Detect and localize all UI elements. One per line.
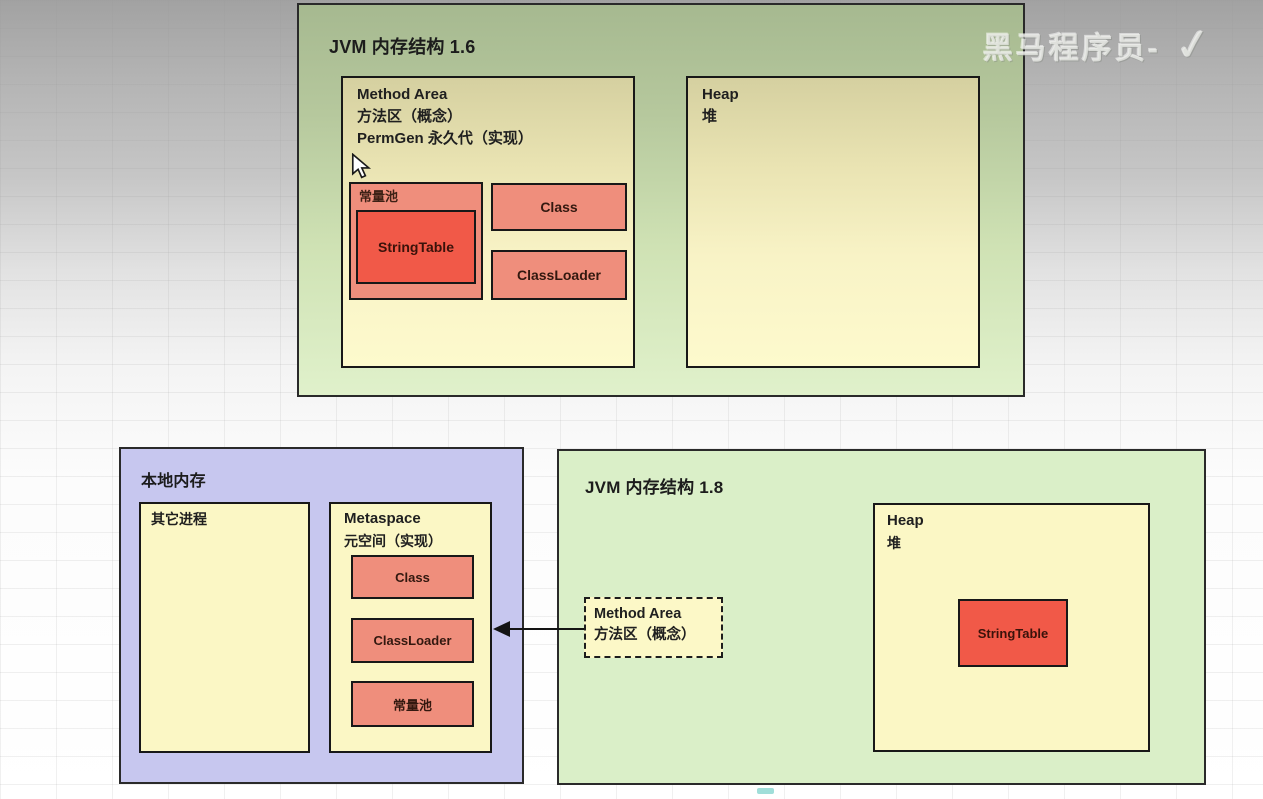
other-process-box: 其它进程 <box>139 502 310 753</box>
class-1-6-label: Class <box>540 199 578 215</box>
metaspace-class-label: Class <box>395 569 430 585</box>
heap-1-8-box: Heap 堆 StringTable <box>873 503 1150 752</box>
method-area-1-6-box: Method Area 方法区（概念） PermGen 永久代（实现） 常量池 … <box>341 76 635 368</box>
method-area-1-6-label: Method Area 方法区（概念） PermGen 永久代（实现） <box>357 84 533 150</box>
watermark: 黑马程序员- ✓ <box>983 18 1263 80</box>
class-1-6-box: Class <box>491 183 627 231</box>
stringtable-1-6-label: StringTable <box>378 239 454 255</box>
stringtable-1-8-box: StringTable <box>958 599 1068 667</box>
method-area-1-8-title: Method Area <box>594 606 682 622</box>
heap-1-6-title: Heap <box>702 86 739 103</box>
metaspace-classloader-label: ClassLoader <box>373 633 452 648</box>
metaspace-title: Metaspace <box>344 510 421 527</box>
panel-jvm-1-6-title: JVM 内存结构 1.6 <box>329 37 476 57</box>
constant-pool-1-6-label: 常量池 <box>359 189 399 204</box>
watermark-logo-icon: ✓ <box>1171 18 1216 73</box>
heap-1-8-subtitle: 堆 <box>887 535 901 551</box>
panel-jvm-1-8: JVM 内存结构 1.8 Method Area 方法区（概念） Heap 堆 … <box>557 449 1206 785</box>
arrow-method-area-to-metaspace-line <box>508 628 584 630</box>
other-process-label: 其它进程 <box>151 511 207 527</box>
watermark-text: 黑马程序员- <box>983 32 1161 66</box>
heap-1-8-title: Heap <box>887 512 924 529</box>
mouse-cursor-icon <box>350 152 372 184</box>
method-area-1-8-subtitle: 方法区（概念） <box>594 627 696 643</box>
metaspace-subtitle: 元空间（实现） <box>344 533 442 549</box>
heap-1-6-label: Heap 堆 <box>702 84 739 128</box>
panel-jvm-1-8-title: JVM 内存结构 1.8 <box>585 478 724 497</box>
metaspace-box: Metaspace 元空间（实现） Class ClassLoader 常量池 <box>329 502 492 753</box>
metaspace-constant-pool-box: 常量池 <box>351 681 474 727</box>
constant-pool-1-6-box: 常量池 StringTable <box>349 182 483 300</box>
method-area-1-6-impl: PermGen 永久代（实现） <box>357 130 533 147</box>
stringtable-1-8-label: StringTable <box>977 625 1049 641</box>
heap-1-6-subtitle: 堆 <box>702 108 718 125</box>
panel-jvm-1-6: JVM 内存结构 1.6 Method Area 方法区（概念） PermGen… <box>297 3 1025 397</box>
arrow-method-area-to-metaspace-head <box>493 621 510 637</box>
method-area-1-6-title: Method Area <box>357 86 448 103</box>
stringtable-1-6-box: StringTable <box>356 210 476 284</box>
metaspace-classloader-box: ClassLoader <box>351 618 474 663</box>
panel-native-memory: 本地内存 其它进程 Metaspace 元空间（实现） Class ClassL… <box>119 447 524 784</box>
classloader-1-6-label: ClassLoader <box>516 267 602 283</box>
metaspace-constant-pool-label: 常量池 <box>392 697 432 713</box>
method-area-1-6-subtitle: 方法区（概念） <box>357 108 463 125</box>
screen-artifact <box>757 788 774 794</box>
metaspace-class-box: Class <box>351 555 474 599</box>
classloader-1-6-box: ClassLoader <box>491 250 627 300</box>
native-memory-title: 本地内存 <box>141 473 206 490</box>
heap-1-6-box: Heap 堆 <box>686 76 980 368</box>
method-area-1-8-box: Method Area 方法区（概念） <box>584 597 723 658</box>
